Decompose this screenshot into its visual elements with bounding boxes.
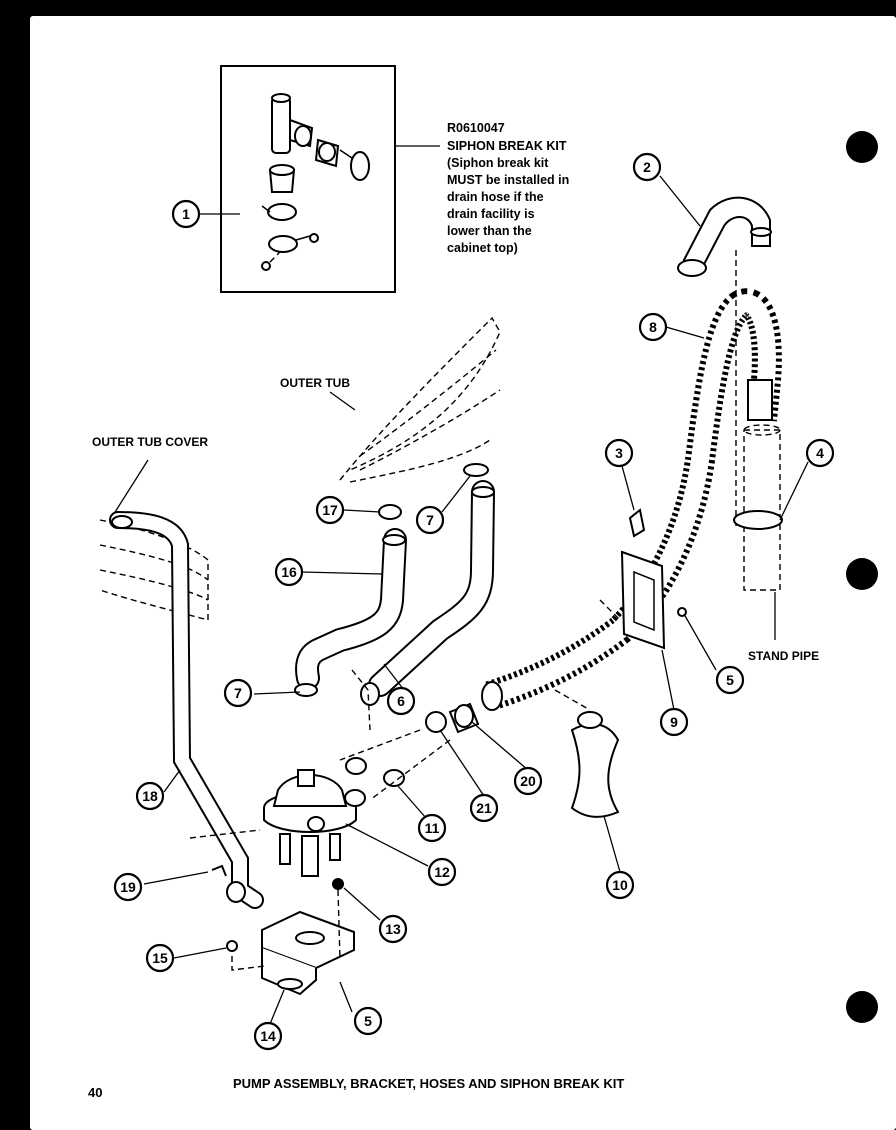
hose-6 xyxy=(360,480,495,706)
svg-text:5: 5 xyxy=(364,1013,372,1029)
svg-text:16: 16 xyxy=(281,564,297,580)
binder-hole-top xyxy=(846,131,878,163)
callout-18: 18 xyxy=(135,781,165,811)
callout-2: 2 xyxy=(632,152,662,182)
hose-18 xyxy=(109,511,264,909)
svg-text:12: 12 xyxy=(434,864,450,880)
clamp-7-lower xyxy=(294,683,318,697)
callout-6: 6 xyxy=(386,686,416,716)
diagram-caption: PUMP ASSEMBLY, BRACKET, HOSES AND SIPHON… xyxy=(233,1076,624,1091)
svg-text:13: 13 xyxy=(385,921,401,937)
outer-tub-cover-outline xyxy=(99,459,209,621)
callout-16: 16 xyxy=(274,557,304,587)
callout-7-lower: 7 xyxy=(223,678,253,708)
svg-text:1: 1 xyxy=(182,206,190,222)
callout-21: 21 xyxy=(469,793,499,823)
kit-note-line-5: lower than the xyxy=(447,224,532,238)
hose-support-10 xyxy=(570,723,620,818)
callout-13: 13 xyxy=(378,914,408,944)
svg-text:7: 7 xyxy=(426,512,434,528)
callout-5-right: 5 xyxy=(715,665,745,695)
drain-hose-8 xyxy=(481,288,782,711)
svg-text:18: 18 xyxy=(142,788,158,804)
clamp-11-a xyxy=(345,757,367,775)
callout-14: 14 xyxy=(253,1021,283,1051)
svg-text:21: 21 xyxy=(476,800,492,816)
svg-text:4: 4 xyxy=(816,445,824,461)
kit-note-line-6: cabinet top) xyxy=(447,241,518,255)
clamp-11-b xyxy=(383,769,405,787)
screw-15 xyxy=(226,940,238,952)
svg-text:6: 6 xyxy=(397,693,405,709)
siphon-break-kit-box xyxy=(220,65,440,293)
clamp-21 xyxy=(425,711,447,733)
pump-assembly-12 xyxy=(263,769,366,877)
binder-hole-bottom xyxy=(846,991,878,1023)
callout-15: 15 xyxy=(145,943,175,973)
callout-11: 11 xyxy=(417,813,447,843)
svg-text:15: 15 xyxy=(152,950,168,966)
svg-text:17: 17 xyxy=(322,502,338,518)
stand-pipe-outline xyxy=(733,424,783,591)
svg-text:9: 9 xyxy=(670,714,678,730)
stand-pipe-label: STAND PIPE xyxy=(748,649,819,663)
callout-12: 12 xyxy=(427,857,457,887)
svg-text:8: 8 xyxy=(649,319,657,335)
svg-text:11: 11 xyxy=(425,820,440,836)
hose-16 xyxy=(295,528,407,690)
callout-10: 10 xyxy=(605,870,635,900)
binder-hole-middle xyxy=(846,558,878,590)
svg-text:20: 20 xyxy=(520,773,536,789)
callout-5-bottom: 5 xyxy=(353,1006,383,1036)
callout-9: 9 xyxy=(659,707,689,737)
svg-text:14: 14 xyxy=(260,1028,276,1044)
part-19 xyxy=(211,864,227,877)
outer-tub-label: OUTER TUB xyxy=(280,376,350,390)
outer-tub-outline xyxy=(329,316,501,483)
callout-7-upper: 7 xyxy=(415,505,445,535)
kit-note-line-1: (Siphon break kit xyxy=(447,156,549,170)
svg-text:3: 3 xyxy=(615,445,623,461)
clamp-17 xyxy=(378,504,402,520)
svg-text:5: 5 xyxy=(726,672,734,688)
part-13-plug xyxy=(332,878,344,890)
callout-17: 17 xyxy=(315,495,345,525)
callout-4: 4 xyxy=(805,438,835,468)
kit-title-label: SIPHON BREAK KIT xyxy=(447,139,567,153)
kit-note-line-4: drain facility is xyxy=(447,207,535,221)
pump-bracket-14 xyxy=(261,910,355,996)
kit-number-label: R0610047 xyxy=(447,121,505,135)
outer-tub-cover-label: OUTER TUB COVER xyxy=(92,435,208,449)
page-number: 40 xyxy=(88,1085,102,1100)
callout-20: 20 xyxy=(513,766,543,796)
callout-3: 3 xyxy=(604,438,634,468)
siphon-elbow-2 xyxy=(677,196,772,277)
scan-mark xyxy=(3,744,25,753)
svg-text:7: 7 xyxy=(234,685,242,701)
callout-8: 8 xyxy=(638,312,668,342)
callout-19: 19 xyxy=(113,872,143,902)
svg-text:2: 2 xyxy=(643,159,651,175)
svg-text:19: 19 xyxy=(120,879,136,895)
kit-note-line-3: drain hose if the xyxy=(447,190,544,204)
clip-3 xyxy=(628,508,646,538)
kit-note-line-2: MUST be installed in xyxy=(447,173,569,187)
svg-text:10: 10 xyxy=(612,877,628,893)
clamp-7-upper xyxy=(463,463,489,477)
callout-1: 1 xyxy=(171,199,201,229)
